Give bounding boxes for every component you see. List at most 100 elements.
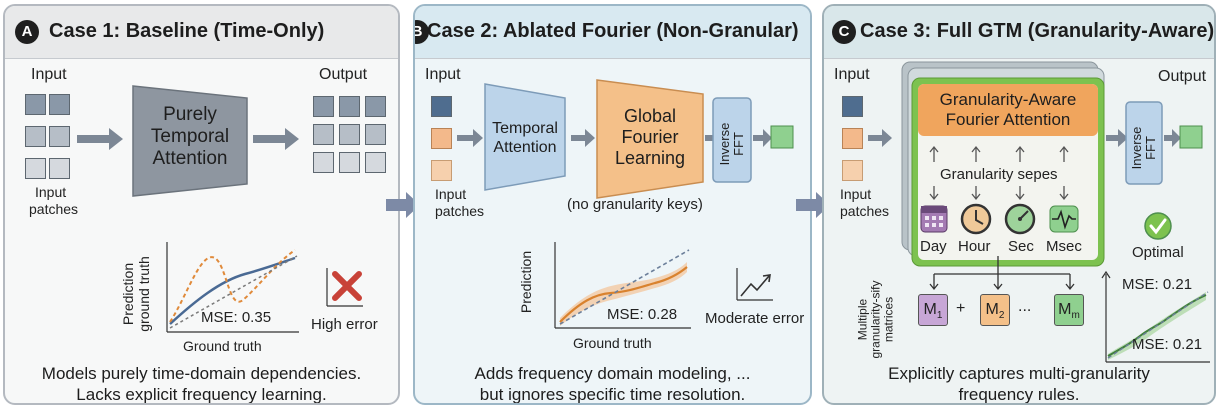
plot-y-label: Prediction bbox=[518, 250, 535, 314]
mse-bottom-label: MSE: 0.21 bbox=[1132, 336, 1203, 353]
arrow-icon bbox=[1106, 129, 1128, 147]
output-block bbox=[770, 125, 794, 149]
patch bbox=[313, 96, 334, 117]
sepes-arrows bbox=[929, 145, 1069, 201]
gfa-title-line: Granularity-Aware bbox=[939, 90, 1077, 109]
temporal-attention-label: Purely Temporal Attention bbox=[133, 104, 247, 170]
moderate-error-label: Moderate error bbox=[705, 310, 805, 327]
global-fourier-block bbox=[596, 79, 704, 199]
temporal-attention-block bbox=[484, 83, 566, 191]
patch bbox=[313, 124, 334, 145]
hour-clock-icon bbox=[960, 203, 992, 235]
global-fourier-label: Global Fourier Learning bbox=[597, 106, 703, 169]
block-line: Purely bbox=[163, 104, 217, 125]
matrix-mm: Mm bbox=[1054, 294, 1084, 326]
arrow-icon bbox=[1164, 129, 1181, 147]
prediction-band bbox=[560, 262, 687, 326]
patches-line-1: Input bbox=[435, 186, 467, 202]
moderate-error-icon bbox=[740, 274, 771, 297]
caption-line: Lacks explicit frequency learning. bbox=[76, 385, 327, 404]
fft-line: Inverse bbox=[717, 122, 732, 166]
patches-line-1: Input bbox=[840, 186, 872, 202]
panel-b-caption: Adds frequency domain modeling, ... but … bbox=[415, 363, 810, 403]
inverse-fft-block bbox=[712, 97, 752, 183]
matrix-m2: M2 bbox=[980, 294, 1010, 326]
badge-b: B bbox=[415, 20, 429, 44]
caption-line: Models purely time-domain dependencies. bbox=[41, 364, 362, 383]
block-line: Global bbox=[623, 106, 677, 126]
plot-ylabel-line: ground truth bbox=[136, 256, 152, 332]
matrix-symbol: M bbox=[985, 301, 999, 318]
patch bbox=[365, 96, 386, 117]
output-block bbox=[1179, 125, 1203, 149]
patch bbox=[313, 152, 334, 173]
mse-label: MSE: 0.28 bbox=[607, 306, 678, 323]
inverse-fft-label: Inverse FFT bbox=[713, 98, 751, 182]
gfa-title-line: Fourier Attention bbox=[945, 110, 1071, 129]
panel-b-graphics bbox=[457, 79, 794, 329]
patches-line-2: patches bbox=[435, 203, 485, 219]
arrow-icon bbox=[77, 128, 123, 150]
panel-a-header: A Case 1: Baseline (Time-Only) bbox=[5, 6, 398, 59]
panel-a-graphics bbox=[77, 85, 363, 333]
input-patches-label: Input patches bbox=[29, 184, 78, 218]
prediction-line bbox=[169, 249, 296, 323]
sec-stopwatch-icon bbox=[1004, 203, 1036, 235]
panel-c-title: Case 3: Full GTM (Granularity-Aware) bbox=[860, 20, 1215, 42]
patch bbox=[365, 124, 386, 145]
arrow-icon bbox=[753, 129, 772, 147]
panel-case-1: A Case 1: Baseline (Time-Only) Input Out… bbox=[3, 4, 400, 405]
prediction-line bbox=[559, 266, 688, 323]
temporal-attention-block bbox=[132, 85, 248, 197]
temporal-attention-label: Temporal Attention bbox=[485, 119, 565, 157]
caption-line: frequency rules. bbox=[958, 385, 1080, 404]
plot-y-label: Prediction ground truth bbox=[113, 242, 163, 336]
unit-day-label: Day bbox=[920, 238, 947, 255]
matrix-subscript: 2 bbox=[998, 310, 1005, 322]
patch bbox=[339, 152, 360, 173]
patches-line-2: patches bbox=[840, 203, 890, 219]
mse-label: MSE: 0.35 bbox=[201, 309, 272, 326]
connector-arrow-icon bbox=[796, 192, 830, 218]
panel-case-3: C Case 3: Full GTM (Granularity-Aware) I… bbox=[822, 4, 1216, 405]
caption-line: Adds frequency domain modeling, ... bbox=[474, 364, 751, 383]
unit-sec-label: Sec bbox=[1008, 238, 1034, 255]
day-icon bbox=[920, 205, 948, 233]
badge-c: C bbox=[832, 20, 856, 44]
plot-x-label: Ground truth bbox=[183, 338, 262, 354]
patch bbox=[49, 126, 70, 147]
ground-truth-line bbox=[1107, 291, 1209, 359]
high-error-label: High error bbox=[311, 316, 378, 333]
input-label: Input bbox=[834, 66, 870, 83]
patch bbox=[842, 128, 863, 149]
fft-line: FFT bbox=[1143, 136, 1158, 160]
plot-x-label: Ground truth bbox=[573, 335, 652, 351]
panel-a-caption: Models purely time-domain dependencies. … bbox=[5, 363, 398, 404]
block-line: Attention bbox=[493, 139, 557, 156]
mse-top-label: MSE: 0.21 bbox=[1122, 276, 1193, 293]
patch bbox=[842, 160, 863, 181]
matrices-label-line: matrices bbox=[881, 296, 896, 343]
unit-msec-label: Msec bbox=[1046, 238, 1082, 255]
patch bbox=[431, 160, 452, 181]
fft-line: FFT bbox=[731, 132, 746, 156]
no-granularity-note: (no granularity keys) bbox=[567, 196, 703, 213]
block-line: Learning bbox=[614, 148, 686, 168]
fft-line: Inverse bbox=[1129, 126, 1144, 170]
panel-case-2: B Case 2: Ablated Fourier (Non-Granular)… bbox=[413, 4, 812, 405]
matrix-m1: M1 bbox=[918, 294, 948, 326]
block-line: Temporal bbox=[150, 126, 230, 147]
optimal-check-icon bbox=[1144, 212, 1172, 240]
patches-line-2: patches bbox=[29, 201, 79, 217]
block-line: Temporal bbox=[492, 120, 558, 137]
gfa-header bbox=[918, 84, 1098, 136]
patch bbox=[365, 152, 386, 173]
patch bbox=[339, 124, 360, 145]
patch bbox=[842, 96, 863, 117]
panel-c-caption: Explicitly captures multi-granularity fr… bbox=[824, 363, 1214, 404]
high-error-icon bbox=[332, 271, 362, 301]
patches-line-1: Input bbox=[35, 184, 67, 200]
input-label: Input bbox=[425, 66, 461, 83]
patch bbox=[25, 94, 46, 115]
inverse-fft-label: Inverse FFT bbox=[1126, 102, 1162, 184]
